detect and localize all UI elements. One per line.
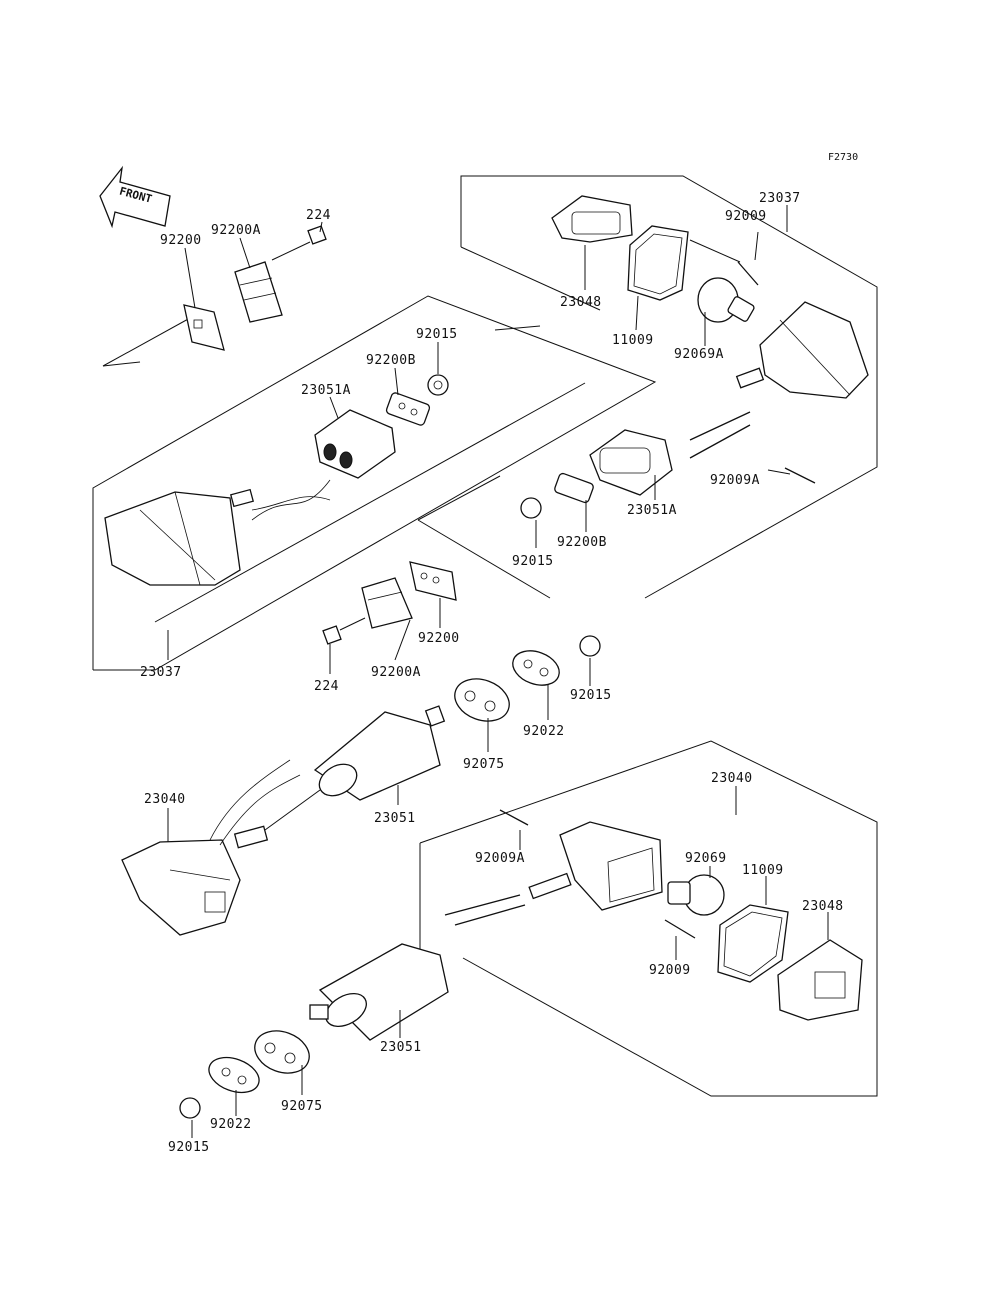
screw-224-mid xyxy=(322,625,342,645)
plate-92200-mid xyxy=(409,561,457,601)
nut-92015-top xyxy=(427,374,449,396)
housing-23051-mid xyxy=(313,705,446,801)
label-23048-top: 23048 xyxy=(560,295,602,310)
label-11009-top: 11009 xyxy=(612,333,654,348)
lamp-23040-left xyxy=(121,759,301,936)
label-92015-low: 92015 xyxy=(168,1140,210,1155)
gasket-11009-top xyxy=(627,225,689,301)
bulb-92069a xyxy=(697,277,755,323)
washer-92022-mid xyxy=(512,650,560,686)
screw-224-top xyxy=(271,225,327,261)
bracket-92200a-mid xyxy=(361,577,413,629)
leader xyxy=(417,519,551,599)
group-outline-23037-right xyxy=(460,175,878,599)
label-23051-mid: 23051 xyxy=(374,811,416,826)
label-92022-low: 92022 xyxy=(210,1117,252,1132)
wire-connectors-right xyxy=(689,411,751,459)
label-23040-right: 23040 xyxy=(711,771,753,786)
housing-23051-low xyxy=(309,943,449,1041)
washer-92022-low xyxy=(208,1056,260,1094)
figure-code: F2730 xyxy=(828,152,858,163)
spacer-92200b-right xyxy=(554,472,594,504)
screw-92009-low xyxy=(664,919,696,939)
label-92200a-mid: 92200A xyxy=(371,665,421,680)
grommet-92075-mid xyxy=(454,678,510,722)
lamp-23037-right xyxy=(735,301,869,399)
lamp-23040-right xyxy=(528,821,663,911)
label-23051-low: 23051 xyxy=(380,1040,422,1055)
group-outline-23040 xyxy=(419,740,878,1097)
lamp-23037-left xyxy=(104,479,331,586)
label-92069a: 92069A xyxy=(674,347,724,362)
label-92075-mid: 92075 xyxy=(463,757,505,772)
spacer-92200b-top xyxy=(385,392,431,426)
label-92015-mid2: 92015 xyxy=(570,688,612,703)
leader xyxy=(264,789,321,831)
lens-23048-top xyxy=(551,195,633,243)
leader xyxy=(460,246,601,311)
group-outline-23037-left xyxy=(92,295,657,671)
leader xyxy=(154,382,586,623)
leader xyxy=(417,475,501,521)
label-92200b-left: 92200B xyxy=(366,353,416,368)
label-92200a-top: 92200A xyxy=(211,223,261,238)
front-arrow-icon: FRONT xyxy=(99,165,171,229)
label-92009a-right: 92009A xyxy=(710,473,760,488)
screw-92009a-low xyxy=(499,809,529,826)
nut-92015-right xyxy=(520,497,542,519)
gasket-11009-low xyxy=(717,904,789,983)
nut-92015-top-hole xyxy=(433,380,443,390)
lens-23048-low xyxy=(777,939,863,1021)
label-23051a-right: 23051A xyxy=(627,503,677,518)
label-92200b-right: 92200B xyxy=(557,535,607,550)
label-23051a-left: 23051A xyxy=(301,383,351,398)
label-92015-mid: 92015 xyxy=(512,554,554,569)
label-92069: 92069 xyxy=(685,851,727,866)
label-23037-right: 23037 xyxy=(759,191,801,206)
label-23048-low: 23048 xyxy=(802,899,844,914)
leader xyxy=(102,317,191,367)
label-23037-left: 23037 xyxy=(140,665,182,680)
label-92009-low: 92009 xyxy=(649,963,691,978)
leader xyxy=(102,361,141,367)
nut-92015-mid xyxy=(579,635,601,657)
leader xyxy=(339,617,366,631)
label-92200-top: 92200 xyxy=(160,233,202,248)
label-92015-top: 92015 xyxy=(416,327,458,342)
label-224-mid: 224 xyxy=(314,679,339,694)
leader xyxy=(494,325,541,331)
nut-92015-low xyxy=(179,1097,201,1119)
leader xyxy=(689,239,741,263)
label-92009a-low: 92009A xyxy=(475,851,525,866)
grommet-92075-low xyxy=(254,1030,310,1074)
screw-92009-top xyxy=(737,261,759,286)
housing-23051a-right xyxy=(589,429,673,496)
label-11009-low: 11009 xyxy=(742,863,784,878)
housing-23051a-left xyxy=(314,409,396,479)
plate-92200-top xyxy=(183,304,225,351)
label-92075-low: 92075 xyxy=(281,1099,323,1114)
label-leaders xyxy=(167,205,829,1138)
label-92022-mid: 92022 xyxy=(523,724,565,739)
label-92200-mid: 92200 xyxy=(418,631,460,646)
bulb-92069 xyxy=(667,874,725,916)
label-92009-top: 92009 xyxy=(725,209,767,224)
screw-92009a-right xyxy=(784,467,816,484)
label-23040-left: 23040 xyxy=(144,792,186,807)
wire-connectors-low xyxy=(444,894,526,926)
label-224-top: 224 xyxy=(306,208,331,223)
bracket-92200a-top xyxy=(234,261,283,323)
